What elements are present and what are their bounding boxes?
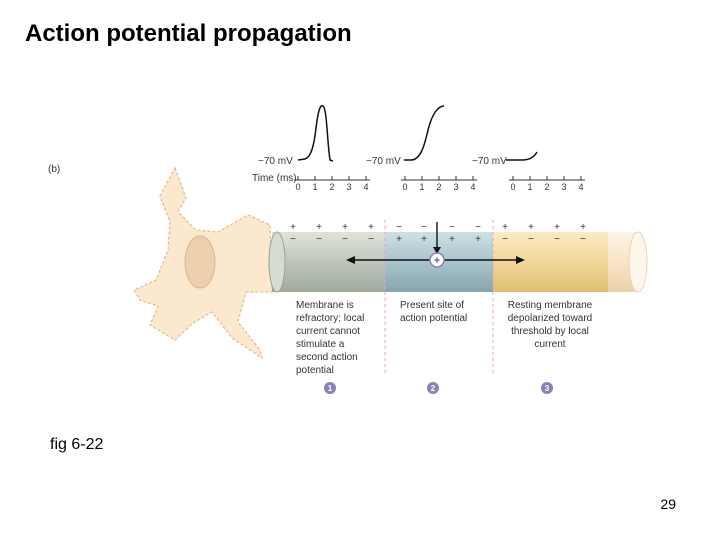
sodium-entry-marker: [429, 252, 445, 268]
time-ticks-2: 0 1 2 3 4: [402, 182, 475, 192]
charge-inside: −: [316, 234, 322, 245]
axon-refractory-segment: [272, 232, 385, 292]
time-ticks-1: 0 1 2 3 4: [295, 182, 368, 192]
time-tick: 2: [436, 182, 441, 192]
charge-inside: −: [342, 234, 348, 245]
page-number: 29: [660, 496, 676, 512]
charge-outside: +: [290, 222, 296, 233]
charge-outside: −: [475, 222, 481, 233]
time-tick: 0: [402, 182, 407, 192]
description-line: refractory; local: [296, 313, 364, 324]
region-marker-3: 3: [541, 382, 553, 394]
region-number: 3: [545, 384, 550, 393]
time-tick: 0: [510, 182, 515, 192]
region-marker-1: 1: [324, 382, 336, 394]
charge-inside: −: [580, 234, 586, 245]
region-number: 2: [431, 384, 436, 393]
region-number: 1: [328, 384, 333, 393]
time-tick: 4: [578, 182, 583, 192]
time-tick: 3: [561, 182, 566, 192]
voltage-trace-1: [297, 104, 334, 162]
region-2-description: Present site of action potential: [400, 300, 467, 324]
figure-caption: fig 6-22: [50, 436, 104, 453]
arrowhead-left: [346, 256, 355, 264]
description-line: Present site of: [400, 300, 464, 311]
charge-inside: −: [290, 234, 296, 245]
description-line: action potential: [400, 313, 467, 324]
time-tick: 1: [312, 182, 317, 192]
time-tick: 2: [544, 182, 549, 192]
charge-inside: +: [396, 234, 402, 245]
inflow-arrowhead: [433, 247, 441, 254]
time-tick: 4: [363, 182, 368, 192]
description-line: stimulate a: [296, 339, 345, 350]
charge-inside: +: [421, 234, 427, 245]
charge-outside: +: [554, 222, 560, 233]
time-tick: 1: [527, 182, 532, 192]
time-ticks-3: 0 1 2 3 4: [510, 182, 583, 192]
charge-outside: +: [580, 222, 586, 233]
charge-outside: −: [421, 222, 427, 233]
axon-start-cap: [268, 231, 286, 293]
axon-end-cap: [628, 231, 648, 293]
charge-outside: +: [528, 222, 534, 233]
charge-inside: +: [475, 234, 481, 245]
charge-inside: −: [554, 234, 560, 245]
nucleus: [184, 235, 216, 289]
description-line: potential: [296, 365, 334, 376]
charge-outside: +: [502, 222, 508, 233]
region-marker-2: 2: [427, 382, 439, 394]
description-line: current cannot: [296, 326, 360, 337]
charge-inside: +: [449, 234, 455, 245]
time-tick: 4: [470, 182, 475, 192]
time-axis-3: [509, 176, 585, 181]
time-tick: 1: [419, 182, 424, 192]
description-line: current: [534, 339, 565, 350]
description-line: second action: [296, 352, 358, 363]
voltage-trace-2: [404, 105, 445, 161]
charge-outside: +: [316, 222, 322, 233]
region-3-description: Resting membrane depolarized toward thre…: [508, 300, 593, 350]
description-line: threshold by local: [511, 326, 589, 337]
sodium-entry-symbol: +: [434, 255, 440, 267]
time-axis-label: Time (ms): [252, 173, 297, 184]
resting-voltage-label: −70 mV: [472, 156, 507, 167]
time-axis-2: [401, 176, 477, 181]
time-tick: 2: [329, 182, 334, 192]
description-line: Membrane is: [296, 300, 354, 311]
charge-outside: +: [368, 222, 374, 233]
page-title: Action potential propagation: [25, 20, 352, 47]
voltage-trace-3: [506, 151, 538, 161]
charge-outside: −: [449, 222, 455, 233]
description-line: Resting membrane: [508, 300, 593, 311]
inside-charges: − − − − + + + + − − − −: [290, 234, 586, 245]
charge-outside: −: [396, 222, 402, 233]
time-tick: 0: [295, 182, 300, 192]
charge-outside: +: [342, 222, 348, 233]
time-tick: 3: [453, 182, 458, 192]
arrowhead-right: [516, 256, 525, 264]
charge-inside: −: [502, 234, 508, 245]
panel-label: (b): [48, 164, 60, 175]
time-axis-1: [294, 176, 370, 181]
region-1-description: Membrane is refractory; local current ca…: [296, 300, 364, 376]
axon-resting-segment: [493, 232, 608, 292]
charge-inside: −: [368, 234, 374, 245]
resting-voltage-label: −70 mV: [258, 156, 293, 167]
description-line: depolarized toward: [508, 313, 593, 324]
time-tick: 3: [346, 182, 351, 192]
outside-charges: + + + + − − − − + + + +: [290, 222, 586, 233]
resting-voltage-label: −70 mV: [366, 156, 401, 167]
charge-inside: −: [528, 234, 534, 245]
